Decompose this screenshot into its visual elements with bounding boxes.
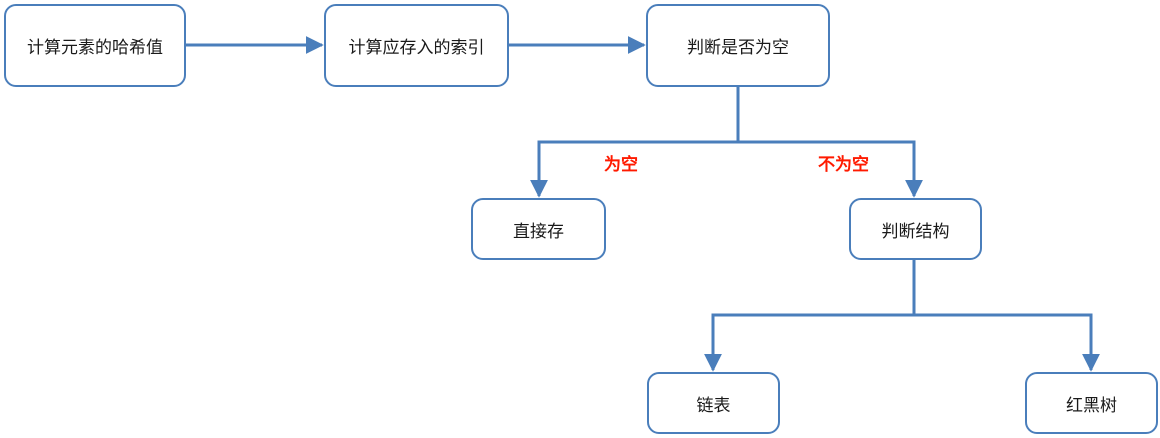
- node-red-black-tree: 红黑树: [1025, 372, 1158, 434]
- node-linked-list-label: 链表: [696, 395, 731, 416]
- node-check-structure-label: 判断结构: [881, 221, 950, 242]
- node-compute-hash: 计算元素的哈希值: [4, 4, 186, 87]
- node-red-black-tree-label: 红黑树: [1066, 395, 1117, 416]
- node-compute-index-label: 计算应存入的索引: [348, 38, 485, 58]
- arrow-not-empty-to-check-structure: [738, 140, 923, 198]
- node-check-structure: 判断结构: [849, 198, 982, 260]
- node-store-directly: 直接存: [471, 198, 606, 260]
- arrow-empty-to-store-directly: [530, 140, 738, 198]
- edge-label-not-empty: 不为空: [818, 155, 869, 175]
- arrow-structure-to-linked-list: [704, 313, 914, 372]
- edge-label-is-empty: 为空: [604, 155, 638, 175]
- node-check-empty-label: 判断是否为空: [687, 38, 789, 58]
- node-compute-hash-label: 计算元素的哈希值: [27, 38, 163, 58]
- node-check-empty: 判断是否为空: [646, 4, 830, 87]
- node-store-directly-label: 直接存: [513, 221, 564, 242]
- arrow-structure-to-red-black-tree: [914, 313, 1100, 372]
- node-compute-index: 计算应存入的索引: [324, 4, 509, 87]
- node-linked-list: 链表: [647, 372, 780, 434]
